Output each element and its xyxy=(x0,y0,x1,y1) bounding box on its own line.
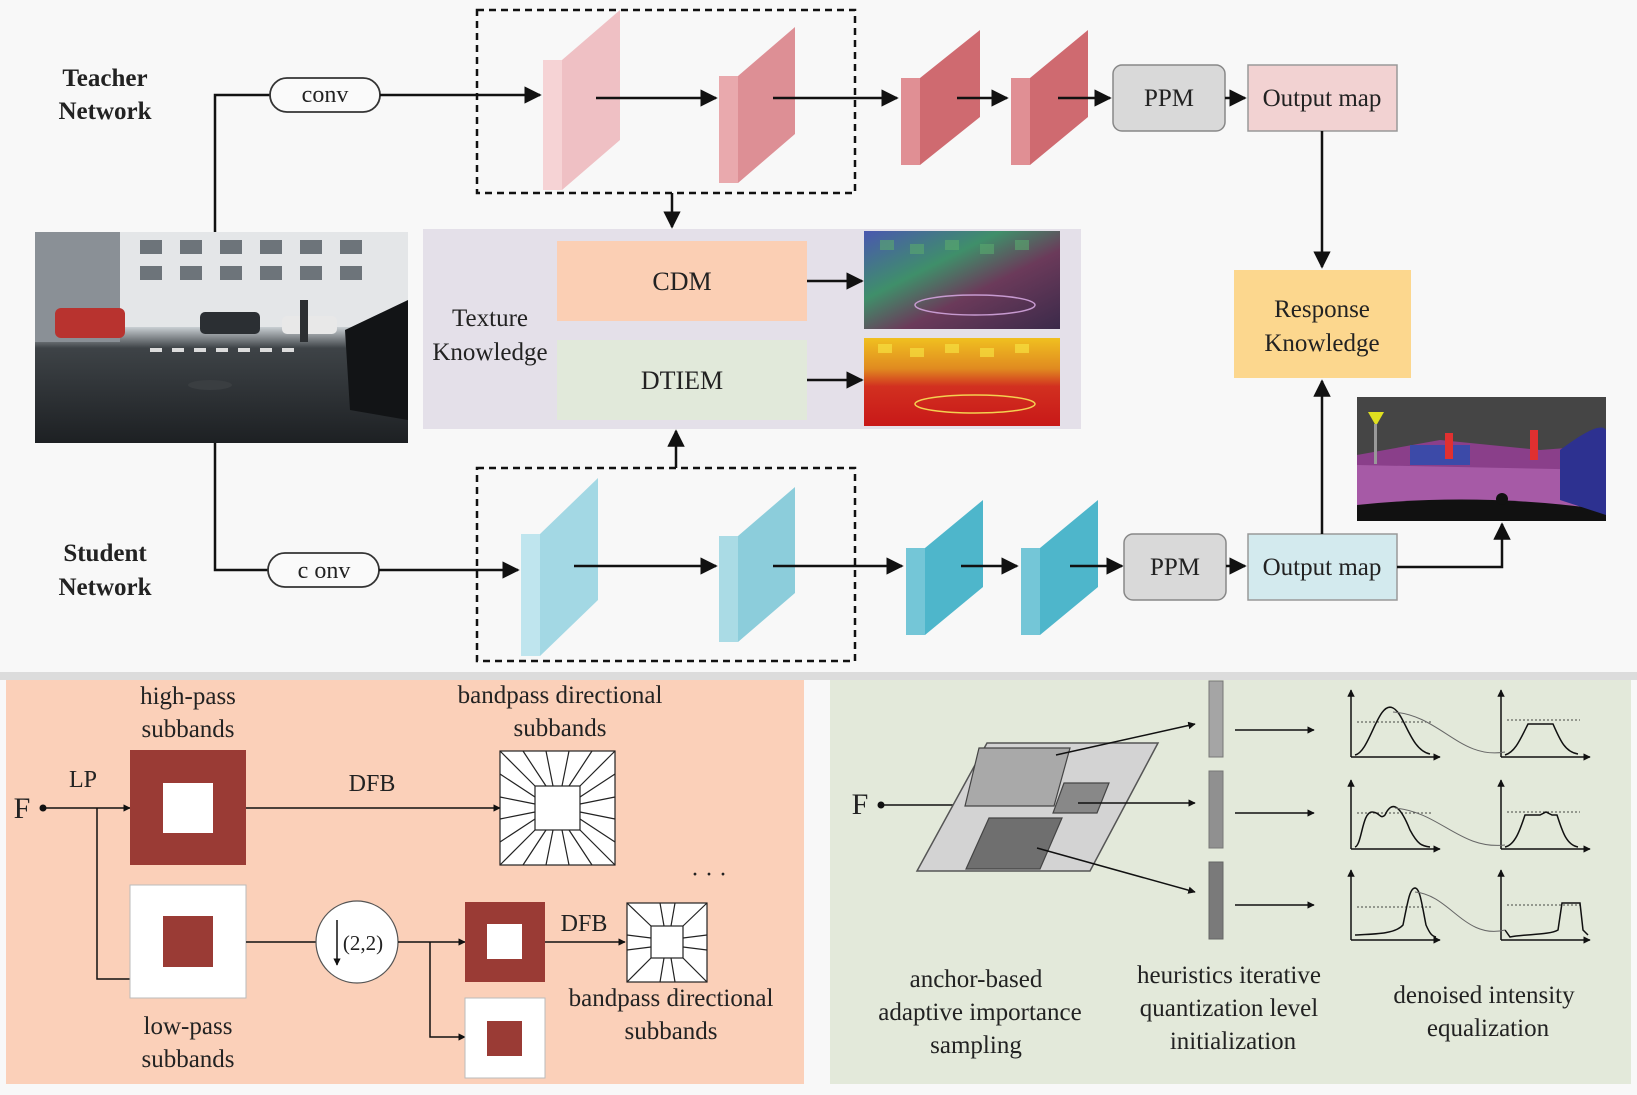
equalization-curve-2 xyxy=(1394,807,1506,846)
histogram-after-3 xyxy=(1497,869,1591,944)
histogram-before-3 xyxy=(1347,869,1441,944)
input-street-image xyxy=(35,232,408,443)
teacher-feature-block-3 xyxy=(901,30,980,165)
lowpass-label-line2: subbands xyxy=(141,1046,234,1073)
cdm-input-label: F xyxy=(14,792,31,825)
second-highpass-subband-square xyxy=(465,902,545,982)
student-label-line2: Network xyxy=(58,574,151,601)
teacher-output-map-label: Output map xyxy=(1263,85,1382,112)
teacher-input-wire xyxy=(213,93,270,232)
teacher-conv-label: conv xyxy=(302,82,349,108)
student-ppm-label: PPM xyxy=(1150,554,1200,581)
dtiem-input-label: F xyxy=(852,788,869,821)
cdm-detail-panel xyxy=(6,680,804,1084)
highpass-label-line1: high-pass xyxy=(140,683,236,710)
response-label-line2: Knowledge xyxy=(1264,330,1379,357)
section-divider xyxy=(0,672,1637,680)
highpass-label-line2: subbands xyxy=(141,716,234,743)
dtiem-step3-line2: equalization xyxy=(1427,1015,1550,1042)
bandpass-directional-top-square xyxy=(499,750,616,866)
dtiem-step2-line2: quantization level xyxy=(1140,995,1318,1022)
student-label-line1: Student xyxy=(63,540,147,567)
dtiem-step1-line1: anchor-based xyxy=(910,966,1043,993)
cdm-lp-label: LP xyxy=(69,767,97,793)
dtiem-box xyxy=(557,340,807,420)
texture-label-line2: Knowledge xyxy=(432,339,547,366)
student-to-segmentation-arrow xyxy=(1397,522,1511,569)
sampling-arrow-3 xyxy=(1036,847,1196,894)
dtiem-step2-line1: heuristics iterative xyxy=(1137,962,1321,989)
cdm-lowpass-wire xyxy=(96,808,130,980)
dtiem-texture-image xyxy=(864,338,1060,426)
lowpass-label-line1: low-pass xyxy=(144,1013,233,1040)
equalization-curve-3 xyxy=(1414,891,1506,932)
dtiem-step3-line1: denoised intensity xyxy=(1393,982,1575,1009)
cdm-box xyxy=(557,241,807,321)
feature-plane xyxy=(915,742,1160,872)
teacher-label-line2: Network xyxy=(58,98,151,125)
histogram-before-2 xyxy=(1347,779,1441,853)
bandpass-bottom-line2: subbands xyxy=(624,1018,717,1045)
response-knowledge-box xyxy=(1234,270,1411,378)
teacher-output-map-box xyxy=(1247,64,1398,132)
teacher-label-line1: Teacher xyxy=(62,65,147,92)
quantization-bar-1 xyxy=(1208,680,1224,758)
student-feature-block-2 xyxy=(719,487,795,642)
dfb-bottom-label: DFB xyxy=(561,911,608,937)
downsample-lowpass-branch xyxy=(429,942,466,1041)
bandpass-directional-bottom-square xyxy=(626,902,708,983)
student-conv-label: c onv xyxy=(298,558,351,584)
cdm-label: CDM xyxy=(652,267,711,296)
bandpass-bottom-line1: bandpass directional xyxy=(569,985,774,1012)
dfb-top-label: DFB xyxy=(349,771,396,797)
dtiem-step1-line2: adaptive importance xyxy=(878,999,1081,1026)
texture-label-line1: Texture xyxy=(452,305,528,332)
histogram-before-1 xyxy=(1347,689,1441,761)
student-dashed-box xyxy=(475,466,857,663)
response-label-line1: Response xyxy=(1274,296,1370,323)
lowpass-subband-square xyxy=(129,884,247,999)
segmentation-output-image xyxy=(1357,397,1606,521)
student-feature-block-1 xyxy=(521,478,598,656)
teacher-ppm-label: PPM xyxy=(1144,85,1194,112)
quantization-bar-3 xyxy=(1208,861,1224,940)
student-feature-block-4 xyxy=(1021,500,1098,635)
cdm-texture-image xyxy=(864,231,1060,329)
dtiem-detail-panel xyxy=(830,680,1631,1084)
teacher-feature-block-2 xyxy=(719,27,795,183)
histogram-after-2 xyxy=(1497,779,1591,853)
dtiem-label: DTIEM xyxy=(641,366,723,395)
student-output-map-box xyxy=(1247,533,1398,601)
dtiem-step1-line3: sampling xyxy=(930,1032,1022,1059)
sampling-arrow-1 xyxy=(1055,721,1196,756)
equalization-curve-1 xyxy=(1392,711,1506,754)
histogram-after-1 xyxy=(1497,689,1591,761)
student-feature-block-3 xyxy=(906,500,983,635)
quantization-bar-2 xyxy=(1208,770,1224,849)
bandpass-top-line2: subbands xyxy=(513,715,606,742)
student-input-wire xyxy=(213,443,268,572)
cdm-ellipsis: · · · xyxy=(691,862,727,888)
teacher-dashed-box xyxy=(475,8,857,195)
teacher-feature-block-1 xyxy=(543,10,620,190)
highpass-subband-square xyxy=(130,750,246,865)
student-output-map-label: Output map xyxy=(1263,554,1382,581)
bandpass-top-line1: bandpass directional xyxy=(458,682,663,709)
second-lowpass-subband-square xyxy=(464,997,546,1079)
dtiem-step2-line3: initialization xyxy=(1170,1028,1297,1055)
downsample-label: (2,2) xyxy=(343,931,383,955)
